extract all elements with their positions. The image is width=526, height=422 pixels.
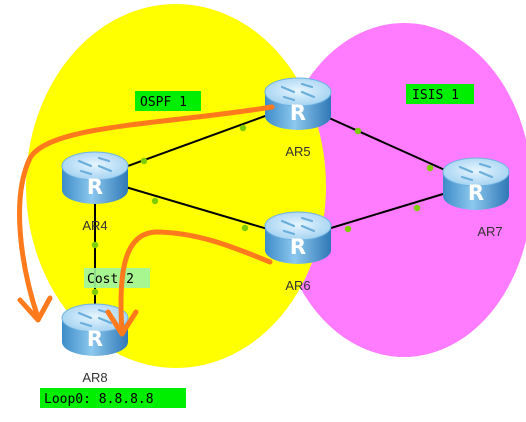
loopback-label: Loop0: 8.8.8.8 <box>44 392 154 407</box>
isis-area-label: ISIS 1 <box>412 88 459 103</box>
ospf-area-label: OSPF 1 <box>140 95 187 110</box>
isis-area <box>276 23 526 357</box>
router-ar7-icon[interactable] <box>441 156 511 212</box>
path-arrow-head-via-ar5 <box>17 295 53 323</box>
router-ar4-icon[interactable] <box>60 150 130 206</box>
router-ar5-label: AR5 <box>285 144 310 159</box>
link-ar4-ar5 <box>94 103 299 179</box>
link-dots <box>91 124 434 296</box>
cost-tag-background <box>84 268 150 288</box>
router-ar4-label: AR4 <box>82 218 107 233</box>
link-ar4-ar6 <box>94 177 299 239</box>
loopback-tag-background <box>40 388 186 408</box>
router-ar7-label: AR7 <box>477 224 502 239</box>
router-ar5-icon[interactable] <box>263 76 333 132</box>
isis-tag-background <box>406 84 474 104</box>
router-ar8-label: AR8 <box>82 370 107 385</box>
path-arrow-head-via-ar6 <box>105 309 139 337</box>
router-ar6-icon[interactable] <box>263 210 333 266</box>
router-ar6-label: AR6 <box>285 278 310 293</box>
cost-label: Cost 2 <box>87 272 134 287</box>
path-arrow-via-ar5 <box>17 104 275 321</box>
path-arrow-via-ar6 <box>118 229 273 335</box>
ospf-tag-background <box>135 91 201 111</box>
